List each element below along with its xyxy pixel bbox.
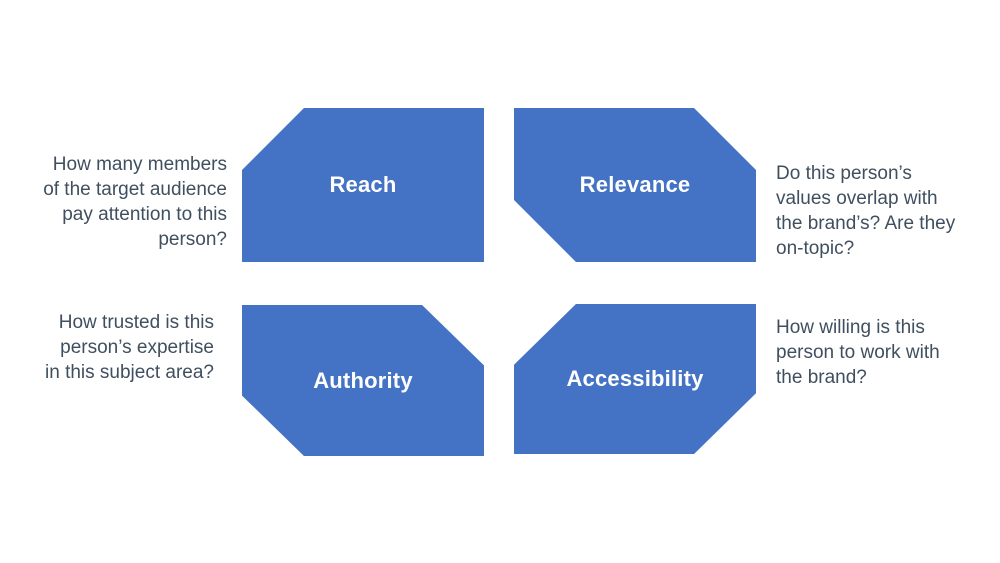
relevance-label: Relevance <box>579 172 691 197</box>
accessibility-description-line: person to work with <box>776 342 940 363</box>
authority-label: Authority <box>313 367 413 393</box>
accessibility-description-line: How willing is this <box>776 317 925 338</box>
authority-description: How trusted is this person’s expertise i… <box>45 310 214 385</box>
reach-shape: Reach <box>242 108 484 262</box>
relevance-description-line: values overlap with <box>776 188 938 209</box>
accessibility-label: Accessibility <box>566 366 704 391</box>
relevance-shape: Relevance <box>514 108 756 262</box>
reach-description: How many members of the target audience … <box>43 152 227 252</box>
relevance-description: Do this person’s values overlap with the… <box>776 161 955 261</box>
reach-label: Reach <box>329 172 397 197</box>
accessibility-description-line: the brand? <box>776 367 867 388</box>
authority-description-line: How trusted is this <box>58 312 214 333</box>
reach-description-line: pay attention to this <box>62 204 227 225</box>
reach-description-line: of the target audience <box>43 179 227 200</box>
reach-description-line: How many members <box>52 154 227 175</box>
authority-shape: Authority <box>242 305 484 456</box>
authority-description-line: in this subject area? <box>45 362 214 383</box>
accessibility-shape: Accessibility <box>514 304 756 454</box>
relevance-description-line: Do this person’s <box>776 163 912 184</box>
relevance-description-line: the brand’s? Are they <box>776 213 956 234</box>
authority-description-line: person’s expertise <box>60 337 214 358</box>
reach-description-line: person? <box>158 229 227 250</box>
accessibility-description: How willing is this person to work with … <box>776 315 940 390</box>
relevance-description-line: on-topic? <box>776 238 855 259</box>
